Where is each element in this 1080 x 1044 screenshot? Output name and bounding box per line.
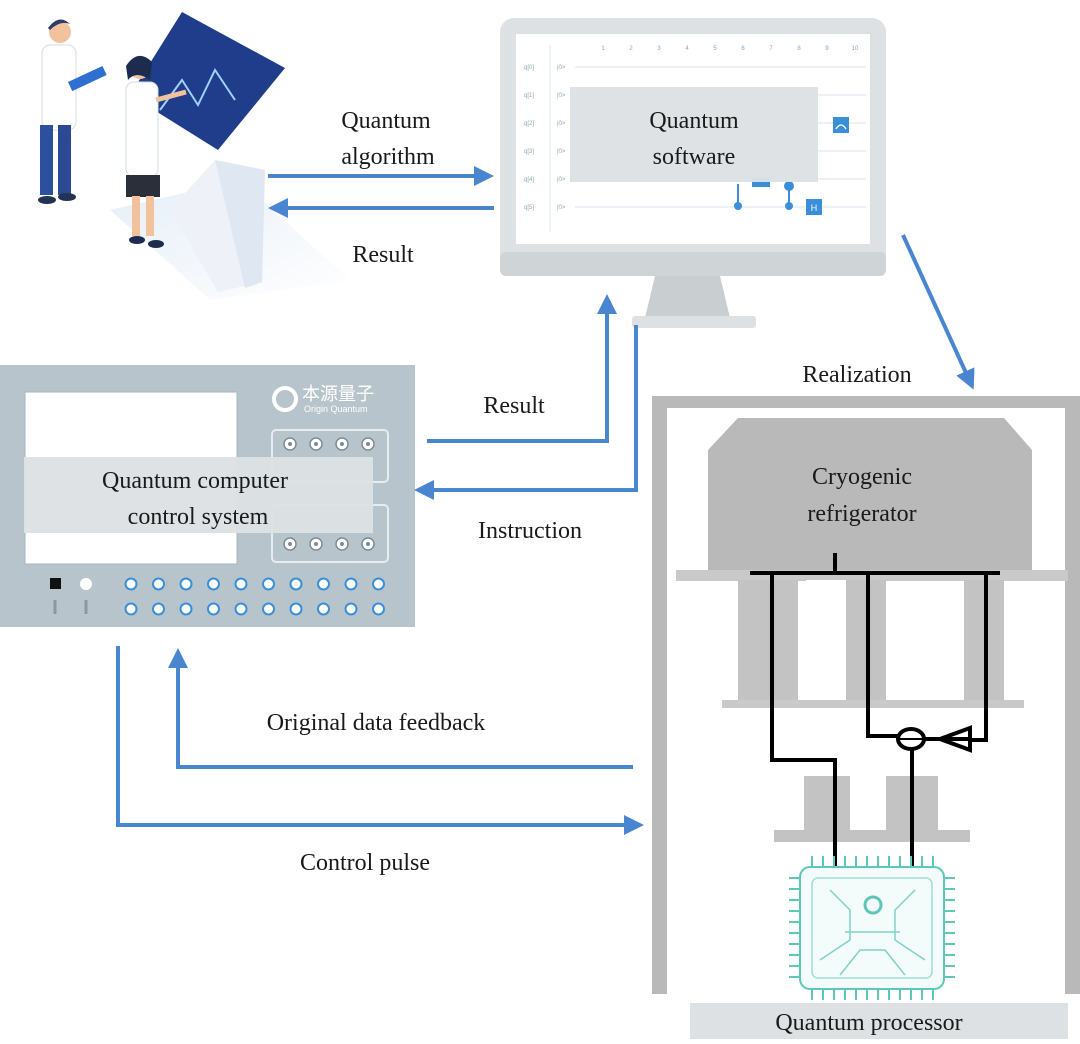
- result-top-label: Result: [352, 242, 414, 268]
- original-feedback-arrow: [168, 648, 633, 769]
- software-label-line1: Quantum: [649, 108, 739, 134]
- qubit-ket: |0>: [557, 177, 566, 183]
- original-feedback-label: Original data feedback: [267, 710, 486, 736]
- result-mid-arrow: [427, 294, 617, 443]
- circuit-column-label: 6: [741, 46, 745, 52]
- qubit-label: q[0]: [524, 65, 534, 71]
- status-light-icon: [80, 578, 92, 590]
- control-system-label-panel: [24, 457, 373, 533]
- control-system-label-line1: Quantum computer: [102, 468, 288, 494]
- port-icon: [207, 577, 220, 591]
- quantum-algorithm-label-line2: algorithm: [341, 144, 435, 170]
- control-pulse-label: Control pulse: [300, 850, 430, 876]
- port-icon: [317, 577, 330, 591]
- realization-label: Realization: [802, 362, 911, 388]
- connector-ports: [124, 577, 385, 616]
- connector-knobs-bottom: [283, 537, 375, 551]
- control-pulse-arrow: [116, 646, 644, 835]
- amplifier-icon: [934, 725, 972, 753]
- port-icon: [344, 602, 358, 616]
- qubit-label: q[5]: [524, 205, 534, 211]
- processor-label-panel: [690, 1003, 1068, 1039]
- circuit-column-label: 9: [825, 46, 829, 52]
- software-label-line2: software: [653, 144, 736, 170]
- circuit-column-label: 5: [713, 46, 717, 52]
- quantum-chip-icon: Quantum processor: [690, 856, 1068, 1039]
- port-icon: [344, 577, 358, 591]
- qubit-label: q[1]: [524, 93, 534, 99]
- port-icon: [179, 577, 193, 591]
- cryo-wiring: [750, 553, 1000, 866]
- port-icon: [289, 602, 303, 616]
- cryo-label-line2: refrigerator: [807, 501, 916, 527]
- port-icon: [289, 577, 303, 591]
- qubit-ket: |0>: [557, 65, 566, 71]
- scientists-illustration: [38, 12, 350, 300]
- circuit-column-label: 2: [629, 46, 633, 52]
- qubit-label: q[4]: [524, 177, 534, 183]
- female-scientist-icon: [125, 55, 187, 248]
- instruction-arrow: [414, 325, 638, 500]
- origin-quantum-logo: 本源量子 Origin Quantum: [272, 384, 374, 414]
- cryogenic-refrigerator: Cryogenic refrigerator: [652, 396, 1080, 994]
- brand-name-en: Origin Quantum: [304, 404, 368, 414]
- port-icon: [372, 577, 385, 591]
- qubit-label: q[3]: [524, 149, 534, 155]
- qubit-ket: |0>: [557, 121, 566, 127]
- port-icon: [317, 602, 330, 616]
- port-icon: [207, 602, 220, 616]
- hadamard-gate-icon: [806, 199, 822, 215]
- circuit-column-label: 3: [657, 46, 661, 52]
- flow-arrows: [116, 166, 975, 835]
- touch-screen-icon: [130, 12, 285, 150]
- port-icon: [234, 602, 248, 616]
- control-system-label-line2: control system: [128, 504, 269, 530]
- circuit-column-labels: 1 2 3 4 5 6 7 8 9 10: [601, 46, 859, 52]
- connector-knobs-top: [283, 437, 375, 451]
- realization-arrow: [901, 234, 975, 390]
- port-icon: [372, 602, 385, 616]
- instruction-label: Instruction: [478, 518, 582, 544]
- male-scientist-icon: [38, 19, 107, 204]
- qubit-ket: |0>: [557, 205, 566, 211]
- port-icon: [262, 577, 275, 591]
- circuit-column-label: 1: [601, 46, 605, 52]
- qubit-label: q[2]: [524, 121, 534, 127]
- port-icon: [124, 602, 138, 616]
- circuit-column-label: 4: [685, 46, 689, 52]
- circuit-column-label: 7: [769, 46, 773, 52]
- port-icon: [179, 602, 193, 616]
- qubit-ket: |0>: [557, 149, 566, 155]
- hadamard-gate-label: H: [811, 203, 818, 213]
- qubit-ket: |0>: [557, 93, 566, 99]
- port-icon: [152, 602, 165, 616]
- port-icon: [152, 577, 165, 591]
- monitor-icon: 1 2 3 4 5 6 7 8 9 10 q[0] |0> q[1] |0> q[2] |0> q[3] |0>…: [500, 18, 886, 328]
- power-button-icon: [50, 578, 61, 589]
- processor-label: Quantum processor: [775, 1010, 962, 1036]
- software-label-panel: [570, 87, 818, 182]
- result-mid-label: Result: [483, 393, 545, 419]
- circuit-column-label: 8: [797, 46, 801, 52]
- port-icon: [234, 577, 248, 591]
- port-icon: [262, 602, 275, 616]
- brand-name-cn: 本源量子: [302, 384, 374, 405]
- cryo-label-line1: Cryogenic: [812, 464, 912, 490]
- quantum-algorithm-label-line1: Quantum: [341, 108, 431, 134]
- circuit-column-label: 10: [852, 46, 859, 52]
- port-icon: [124, 577, 138, 591]
- control-system-device: 本源量子 Origin Quantum Quantum computer con…: [0, 365, 415, 627]
